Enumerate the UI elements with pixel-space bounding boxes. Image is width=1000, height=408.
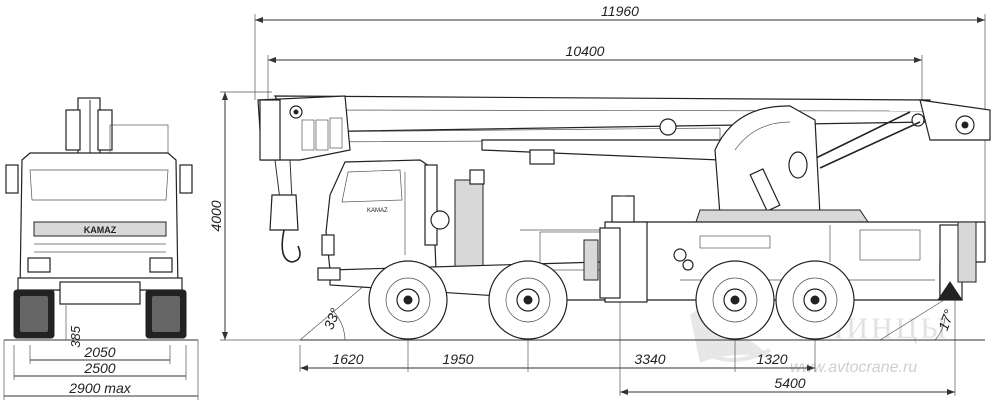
wheel-4: [775, 260, 855, 340]
front-dimension-lines: [3, 305, 199, 400]
max-width-label: 2900 max: [68, 380, 131, 396]
side-dimension-lines: [220, 14, 986, 396]
front-wheels: [13, 289, 187, 339]
wheel-1: [368, 260, 448, 340]
grille-brand-label: KAMAZ: [84, 225, 117, 235]
wheelbase-2-3-label: 3340: [634, 351, 665, 367]
rear-length-label: 5400: [774, 375, 805, 391]
watermark-url: www.avtocrane.ru: [790, 359, 917, 376]
front-view: KAMAZ 385: [3, 97, 199, 400]
boom-length-label: 10400: [566, 43, 605, 59]
side-wheels: [368, 260, 855, 340]
overall-length-label: 11960: [601, 3, 639, 19]
wheel-2: [488, 260, 568, 340]
track-width-label: 2050: [83, 344, 115, 360]
wheel-3: [695, 260, 775, 340]
body-width-label: 2500: [83, 360, 115, 376]
door-brand-label: KAMAZ: [367, 208, 388, 214]
crane-boom: [257, 95, 991, 263]
front-overhang-label: 1620: [332, 351, 363, 367]
height-label: 4000: [208, 200, 224, 231]
dimension-arrowheads: [222, 17, 985, 395]
truck-cab: KAMAZ: [321, 159, 485, 271]
approach-angle-label: 33°: [320, 306, 343, 332]
departure-angle-label: 17°: [935, 307, 957, 333]
front-cab: KAMAZ: [5, 152, 193, 305]
wheelbase-1-2-label: 1950: [442, 351, 473, 367]
wheelbase-3-4-label: 1320: [756, 351, 787, 367]
ground-clearance-label: 385: [68, 325, 83, 347]
